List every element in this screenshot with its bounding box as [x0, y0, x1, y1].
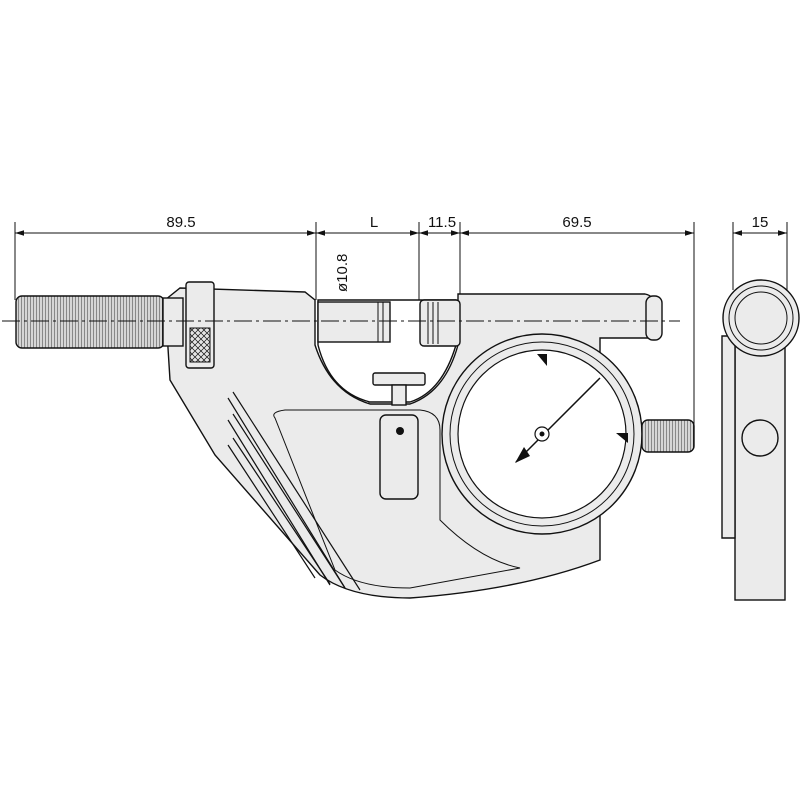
side-view: [721, 279, 800, 601]
spindle: [317, 301, 391, 343]
dim-right-body: 69.5: [562, 214, 591, 231]
thimble-collar: [162, 297, 184, 347]
dim-overall-left: 89.5: [166, 214, 195, 231]
frame-panel: [273, 409, 521, 589]
side-view-spindle-inner: [734, 291, 788, 345]
dial-limit-marker-top: [537, 354, 547, 366]
knurled-thimble[interactable]: [15, 295, 165, 349]
side-view-retract-knob: [741, 419, 779, 457]
dim-anvil: 11.5: [428, 214, 456, 231]
dial-ring: [449, 341, 635, 527]
dim-spindle-diameter: ø10.8: [334, 254, 351, 292]
end-cap: [645, 295, 663, 341]
side-view-spindle-ring: [728, 285, 794, 351]
side-view-body: [734, 337, 786, 601]
side-view-plate: [721, 335, 736, 539]
dial-needle-tail: [515, 447, 530, 463]
dim-thickness: 15: [752, 214, 769, 231]
dial-hub-center: [539, 431, 545, 437]
anvil-stem: [391, 384, 407, 406]
dim-gap-l: L: [370, 214, 378, 231]
lever-slot: [379, 414, 419, 500]
frame-grooves: [227, 391, 361, 591]
anvil-top: [372, 372, 426, 386]
dial-needle: [515, 377, 601, 463]
side-view-spindle-end: [722, 279, 800, 357]
lever-pin-icon: [396, 427, 404, 435]
lock-clamp-knurl: [189, 327, 211, 363]
anvil-face: [419, 299, 461, 347]
retract-button[interactable]: [641, 419, 695, 453]
dial-limit-marker-right: [616, 433, 628, 443]
